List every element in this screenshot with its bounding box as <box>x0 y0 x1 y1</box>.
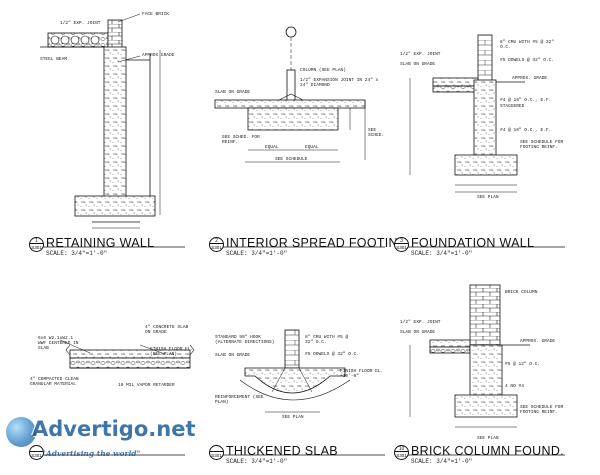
note-steel-beam: STEEL BEAM <box>40 57 68 62</box>
note-fw-reinf-1: #4 @ 16" O.C., E.F. <box>500 98 552 103</box>
note-column: COLUMN (SEE PLAN) <box>300 68 346 73</box>
note-ts-hook: STANDARD 90" HOOK (ALTERNATE DIRECTIONS) <box>215 335 275 345</box>
note-fw-cmu: 8" CMU WITH #5 @ 32" O.C. <box>500 40 555 50</box>
note-sog-vapor: 10 MIL VAPOR RETARDER <box>118 383 175 388</box>
note-bc-slab: SLAB ON GRADE <box>400 330 436 335</box>
note-equal-right: EQUAL <box>305 145 319 150</box>
note-fw-exp-joint: 1/2" EXP. JOINT <box>400 52 441 57</box>
detail-scale-3: SCALE: 3/4"=1'-0" <box>411 250 473 257</box>
detail-title-thickened-slab: THICKENED SLAB <box>226 444 338 458</box>
note-fw-see-plan: SEE PLAN <box>477 195 499 200</box>
note-sog-granular: 4" COMPACTED CLEAN GRANULAR MATERIAL <box>30 377 79 387</box>
note-bc-schedule: SEE SCHEDULE FOR FOOTING REINF. <box>520 405 564 415</box>
note-bc-brick-column: BRICK COLUMN <box>505 290 538 295</box>
watermark-tagline: "Advertising the world" <box>42 449 141 458</box>
note-bc-exp-joint: 1/2" EXP. JOINT <box>400 320 441 325</box>
spread-footing-detail <box>214 26 366 163</box>
note-fw-approx-grade: APPROX. GRADE <box>512 76 548 81</box>
note-sog-wwf: 6x6 W2.1xW2.1 WWF CENTERED IN SLAB <box>38 336 79 351</box>
note-fw-schedule: SEE SCHEDULE FOR FOOTING REINF. <box>520 140 564 150</box>
detail-scale-1: SCALE: 3/4"=1'-0" <box>46 250 108 257</box>
note-ts-reinforcement: REINFORCEMENT (SEE PLAN) <box>215 395 264 405</box>
note-bc-see-plan: SEE PLAN <box>477 436 499 441</box>
detail-scale-10: SCALE: 3/4"=1'-0" <box>411 458 473 465</box>
thickened-slab-detail <box>239 329 351 413</box>
note-bc-approx-grade: APPROX. GRADE <box>520 339 556 344</box>
note-ts-slab: SLAB ON GRADE <box>215 353 251 358</box>
note-bc-ties: #5 @ 12" O.C. <box>505 362 541 367</box>
detail-marker-2: 2 S301 <box>209 237 224 252</box>
advertigo-watermark: Advertigo.net "Advertising the world" <box>2 405 202 473</box>
note-ts-cmu: 8" CMU WITH #5 @ 32" O.C. <box>305 335 349 345</box>
watermark-logo: Advertigo.net <box>32 417 196 441</box>
note-fw-staggered: STAGGERED <box>500 104 525 109</box>
slab-on-grade-detail <box>59 339 195 369</box>
note-ts-see-plan: SEE PLAN <box>282 415 304 420</box>
note-exp-joint: 1/2" EXP. JOINT <box>60 21 101 26</box>
note-bc-bars: 4 NO #4 <box>505 384 524 389</box>
note-face-brick: FACE BRICK <box>142 12 170 17</box>
detail-marker-4: S301 <box>29 445 44 460</box>
detail-marker-10: 10 S301 <box>394 445 409 460</box>
title-underlines <box>30 246 565 456</box>
note-ts-finish-floor: FINISH FLOOR EL. +10'-0" <box>340 369 384 379</box>
note-fw-reinf-2: #4 @ 16" O.C., E.F. <box>500 128 552 133</box>
globe-icon <box>6 417 36 447</box>
note-expansion-joint: 1/2" EXPANSION JOINT IN 24" x 24" DIAMON… <box>300 78 379 88</box>
detail-title-retaining-wall: RETAINING WALL <box>46 236 155 250</box>
note-fw-dowels: #5 DOWELS @ 32" O.C. <box>500 58 555 63</box>
detail-title-brick-column-found: BRICK COLUMN FOUND. <box>411 444 564 458</box>
detail-scale-2: SCALE: 3/4"=1'-0" <box>226 250 288 257</box>
note-see-sched: SEE SCHED. <box>368 128 385 138</box>
note-sog-concrete: 4" CONCRETE SLAB ON GRADE <box>145 325 189 335</box>
note-equal-left: EQUAL <box>265 145 279 150</box>
detail-scale-5: SCALE: 3/4"=1'-0" <box>226 458 288 465</box>
note-approx-grade: APPROX GRADE <box>142 53 175 58</box>
note-fw-slab: SLAB ON GRADE <box>400 62 436 67</box>
note-sog-finish-floor: FINISH FLOOR EL. (SEE PLAN) <box>150 347 194 357</box>
note-see-schedule: SEE SCHEDULE <box>275 157 308 162</box>
note-slab-on-grade: SLAB ON GRADE <box>215 90 251 95</box>
detail-marker-3: 3 S301 <box>394 237 409 252</box>
brick-column-detail <box>409 284 530 428</box>
detail-marker-1: 1 S301 <box>29 237 44 252</box>
detail-title-foundation-wall: FOUNDATION WALL <box>411 236 535 250</box>
note-see-sched-reinf: SEE SCHED. FOR REINF. <box>222 135 260 145</box>
foundation-wall-detail <box>409 34 525 193</box>
detail-marker-5: S301 <box>209 445 224 460</box>
note-ts-dowels: #5 DOWELS @ 32" O.C. <box>305 352 360 357</box>
retaining-wall-detail <box>40 13 161 229</box>
detail-title-interior-spread-footing: INTERIOR SPREAD FOOTING <box>226 236 408 250</box>
